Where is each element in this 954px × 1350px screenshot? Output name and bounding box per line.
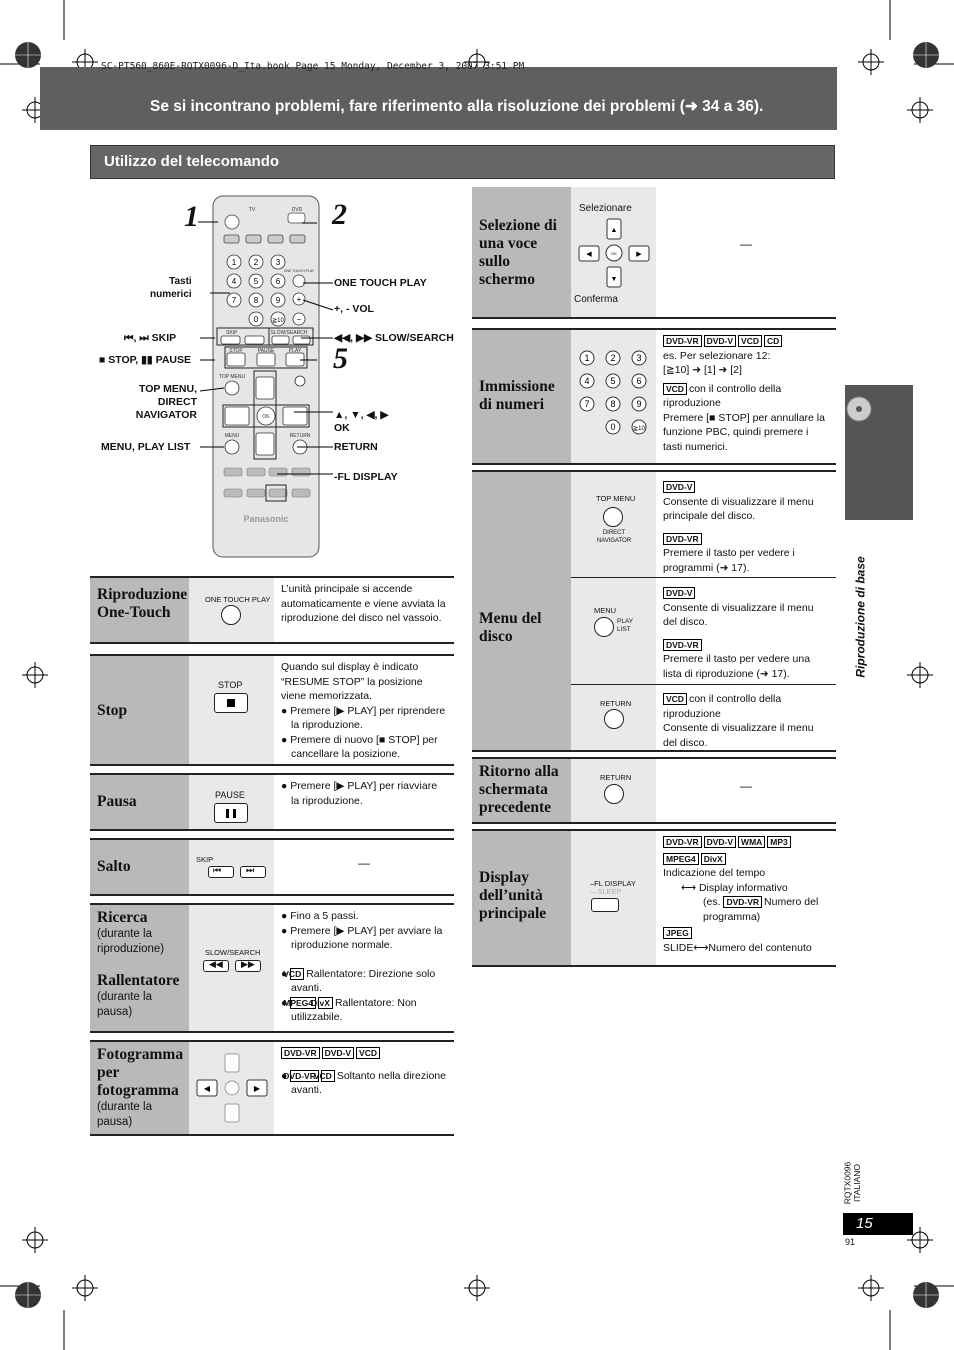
page-number-small: 91 bbox=[845, 1237, 856, 1247]
svg-text:▲: ▲ bbox=[611, 227, 618, 234]
callout-vol: +, - VOL bbox=[334, 303, 374, 315]
callout-slow-search: ◀◀, ▶▶ SLOW/SEARCH bbox=[334, 332, 454, 344]
step-5: 5 bbox=[333, 342, 348, 375]
pause-button-icon bbox=[214, 803, 248, 823]
callout-arrows-ok: ▲, ▼, ◀, ▶ OK bbox=[334, 409, 389, 434]
one-touch-play-button-icon bbox=[221, 605, 241, 625]
svg-text:0: 0 bbox=[610, 422, 615, 432]
skip-back-icon: ⏮ bbox=[208, 865, 234, 878]
svg-text:TOP MENU: TOP MENU bbox=[219, 374, 246, 380]
svg-text:OK: OK bbox=[262, 414, 270, 420]
return-button-icon bbox=[604, 709, 624, 729]
side-tab bbox=[845, 385, 913, 520]
row-return-previous: Ritorno alla schermata precedente RETURN… bbox=[472, 757, 836, 824]
svg-text:5: 5 bbox=[254, 277, 259, 286]
svg-text:PLAY: PLAY bbox=[289, 348, 302, 354]
callout-number-keys: Tasti numerici bbox=[150, 276, 192, 300]
row-search-slow: Ricerca (durante la riproduzione) Rallen… bbox=[90, 903, 454, 1033]
svg-text:6: 6 bbox=[276, 277, 281, 286]
svg-text:SLOW/SEARCH: SLOW/SEARCH bbox=[271, 330, 308, 336]
step-1: 1 bbox=[184, 200, 199, 233]
side-tab-text: Riproduzione di base bbox=[853, 556, 868, 678]
row-frame-by-frame: Fotogramma per fotogramma (durante la pa… bbox=[90, 1040, 454, 1136]
svg-text:▶: ▶ bbox=[636, 251, 642, 258]
row-select-item: Selezione di una voce sullo schermo Sele… bbox=[472, 187, 836, 319]
doc-code: RQTX0096 ITALIANO bbox=[842, 1161, 863, 1205]
callout-skip: ⏮, ⏭ SKIP bbox=[124, 332, 177, 344]
svg-text:6: 6 bbox=[636, 376, 641, 386]
svg-text:9: 9 bbox=[636, 399, 641, 409]
svg-text:1: 1 bbox=[232, 258, 237, 267]
callout-top-menu: TOP MENU, DIRECT NAVIGATOR bbox=[135, 383, 197, 421]
svg-text:Panasonic: Panasonic bbox=[243, 514, 288, 524]
section-bar bbox=[90, 145, 835, 179]
svg-text:−: − bbox=[297, 315, 302, 324]
svg-text:2: 2 bbox=[610, 353, 615, 363]
svg-text:▼: ▼ bbox=[611, 276, 618, 283]
svg-text:7: 7 bbox=[584, 399, 589, 409]
svg-text:1: 1 bbox=[584, 353, 589, 363]
remote-control: 1 2 3 4 5 6 7 8 9 0 ≧10 + − TV DVD SKIP SLOW/SEA… bbox=[212, 195, 320, 558]
callout-menu-play-list: MENU, PLAY LIST bbox=[101, 441, 191, 453]
page-title: Se si incontrano problemi, fare riferime… bbox=[150, 98, 764, 115]
svg-text:TV: TV bbox=[249, 207, 256, 213]
svg-text:MENU: MENU bbox=[225, 433, 240, 439]
svg-text:7: 7 bbox=[232, 296, 237, 305]
callout-fl-display: -FL DISPLAY bbox=[334, 471, 398, 483]
section-title: Utilizzo del telecomando bbox=[104, 153, 280, 170]
svg-text:STOP: STOP bbox=[229, 348, 243, 354]
svg-text:3: 3 bbox=[636, 353, 641, 363]
svg-text:▶: ▶ bbox=[254, 1084, 261, 1093]
svg-text:3: 3 bbox=[276, 258, 281, 267]
fl-display-button-icon bbox=[591, 898, 619, 912]
top-menu-button-icon bbox=[603, 507, 623, 527]
file-info: SC-PT560_860E-RQTX0096-D_Ita.book Page 1… bbox=[101, 61, 525, 72]
return-button-icon-2 bbox=[604, 784, 624, 804]
stop-button-icon bbox=[214, 693, 248, 713]
rewind-icon: ◀◀ bbox=[203, 959, 229, 972]
svg-text:0: 0 bbox=[254, 315, 259, 324]
callout-stop-pause: ■ STOP, ▮▮ PAUSE bbox=[99, 354, 192, 366]
svg-text:8: 8 bbox=[254, 296, 259, 305]
skip-forward-icon: ⏭ bbox=[240, 865, 266, 878]
svg-text:9: 9 bbox=[276, 296, 281, 305]
fast-forward-icon: ▶▶ bbox=[235, 959, 261, 972]
svg-text:+: + bbox=[297, 295, 302, 304]
row-stop: Stop STOP Quando sul display è indicato … bbox=[90, 654, 454, 766]
svg-text:OK: OK bbox=[611, 251, 617, 256]
step-2: 2 bbox=[332, 198, 347, 231]
callout-return: RETURN bbox=[334, 441, 378, 453]
row-skip: Salto SKIP ⏮ ⏭ — bbox=[90, 838, 454, 896]
callout-one-touch-play: ONE TOUCH PLAY bbox=[334, 277, 427, 289]
svg-text:5: 5 bbox=[610, 376, 615, 386]
callout-lines bbox=[198, 221, 334, 475]
svg-text:SKIP: SKIP bbox=[226, 330, 238, 336]
header-banner bbox=[40, 67, 837, 130]
svg-text:◀: ◀ bbox=[204, 1084, 211, 1093]
svg-text:2: 2 bbox=[254, 258, 259, 267]
page-number: 15 bbox=[843, 1213, 913, 1235]
row-pause: Pausa PAUSE ● Premere [▶ PLAY] per riavv… bbox=[90, 773, 454, 831]
svg-text:ONE TOUCH PLAY: ONE TOUCH PLAY bbox=[284, 269, 315, 273]
row-one-touch-play: Riproduzione One-Touch ONE TOUCH PLAY L’… bbox=[90, 576, 454, 644]
svg-text:≧10: ≧10 bbox=[633, 426, 645, 432]
svg-text:≧10: ≧10 bbox=[272, 318, 284, 324]
svg-text:4: 4 bbox=[232, 277, 237, 286]
row-main-unit-display: Display dell’unità principale –FL DISPLA… bbox=[472, 829, 836, 967]
svg-text:◀: ◀ bbox=[586, 251, 592, 258]
svg-text:DVD: DVD bbox=[292, 207, 303, 213]
menu-button-icon bbox=[594, 617, 614, 637]
svg-text:RETURN: RETURN bbox=[290, 433, 311, 439]
svg-text:8: 8 bbox=[610, 399, 615, 409]
row-disc-menu: Menu del disco TOP MENU DIRECT NAVIGATOR… bbox=[472, 470, 836, 752]
svg-text:4: 4 bbox=[584, 376, 589, 386]
svg-text:PAUSE: PAUSE bbox=[258, 348, 275, 354]
